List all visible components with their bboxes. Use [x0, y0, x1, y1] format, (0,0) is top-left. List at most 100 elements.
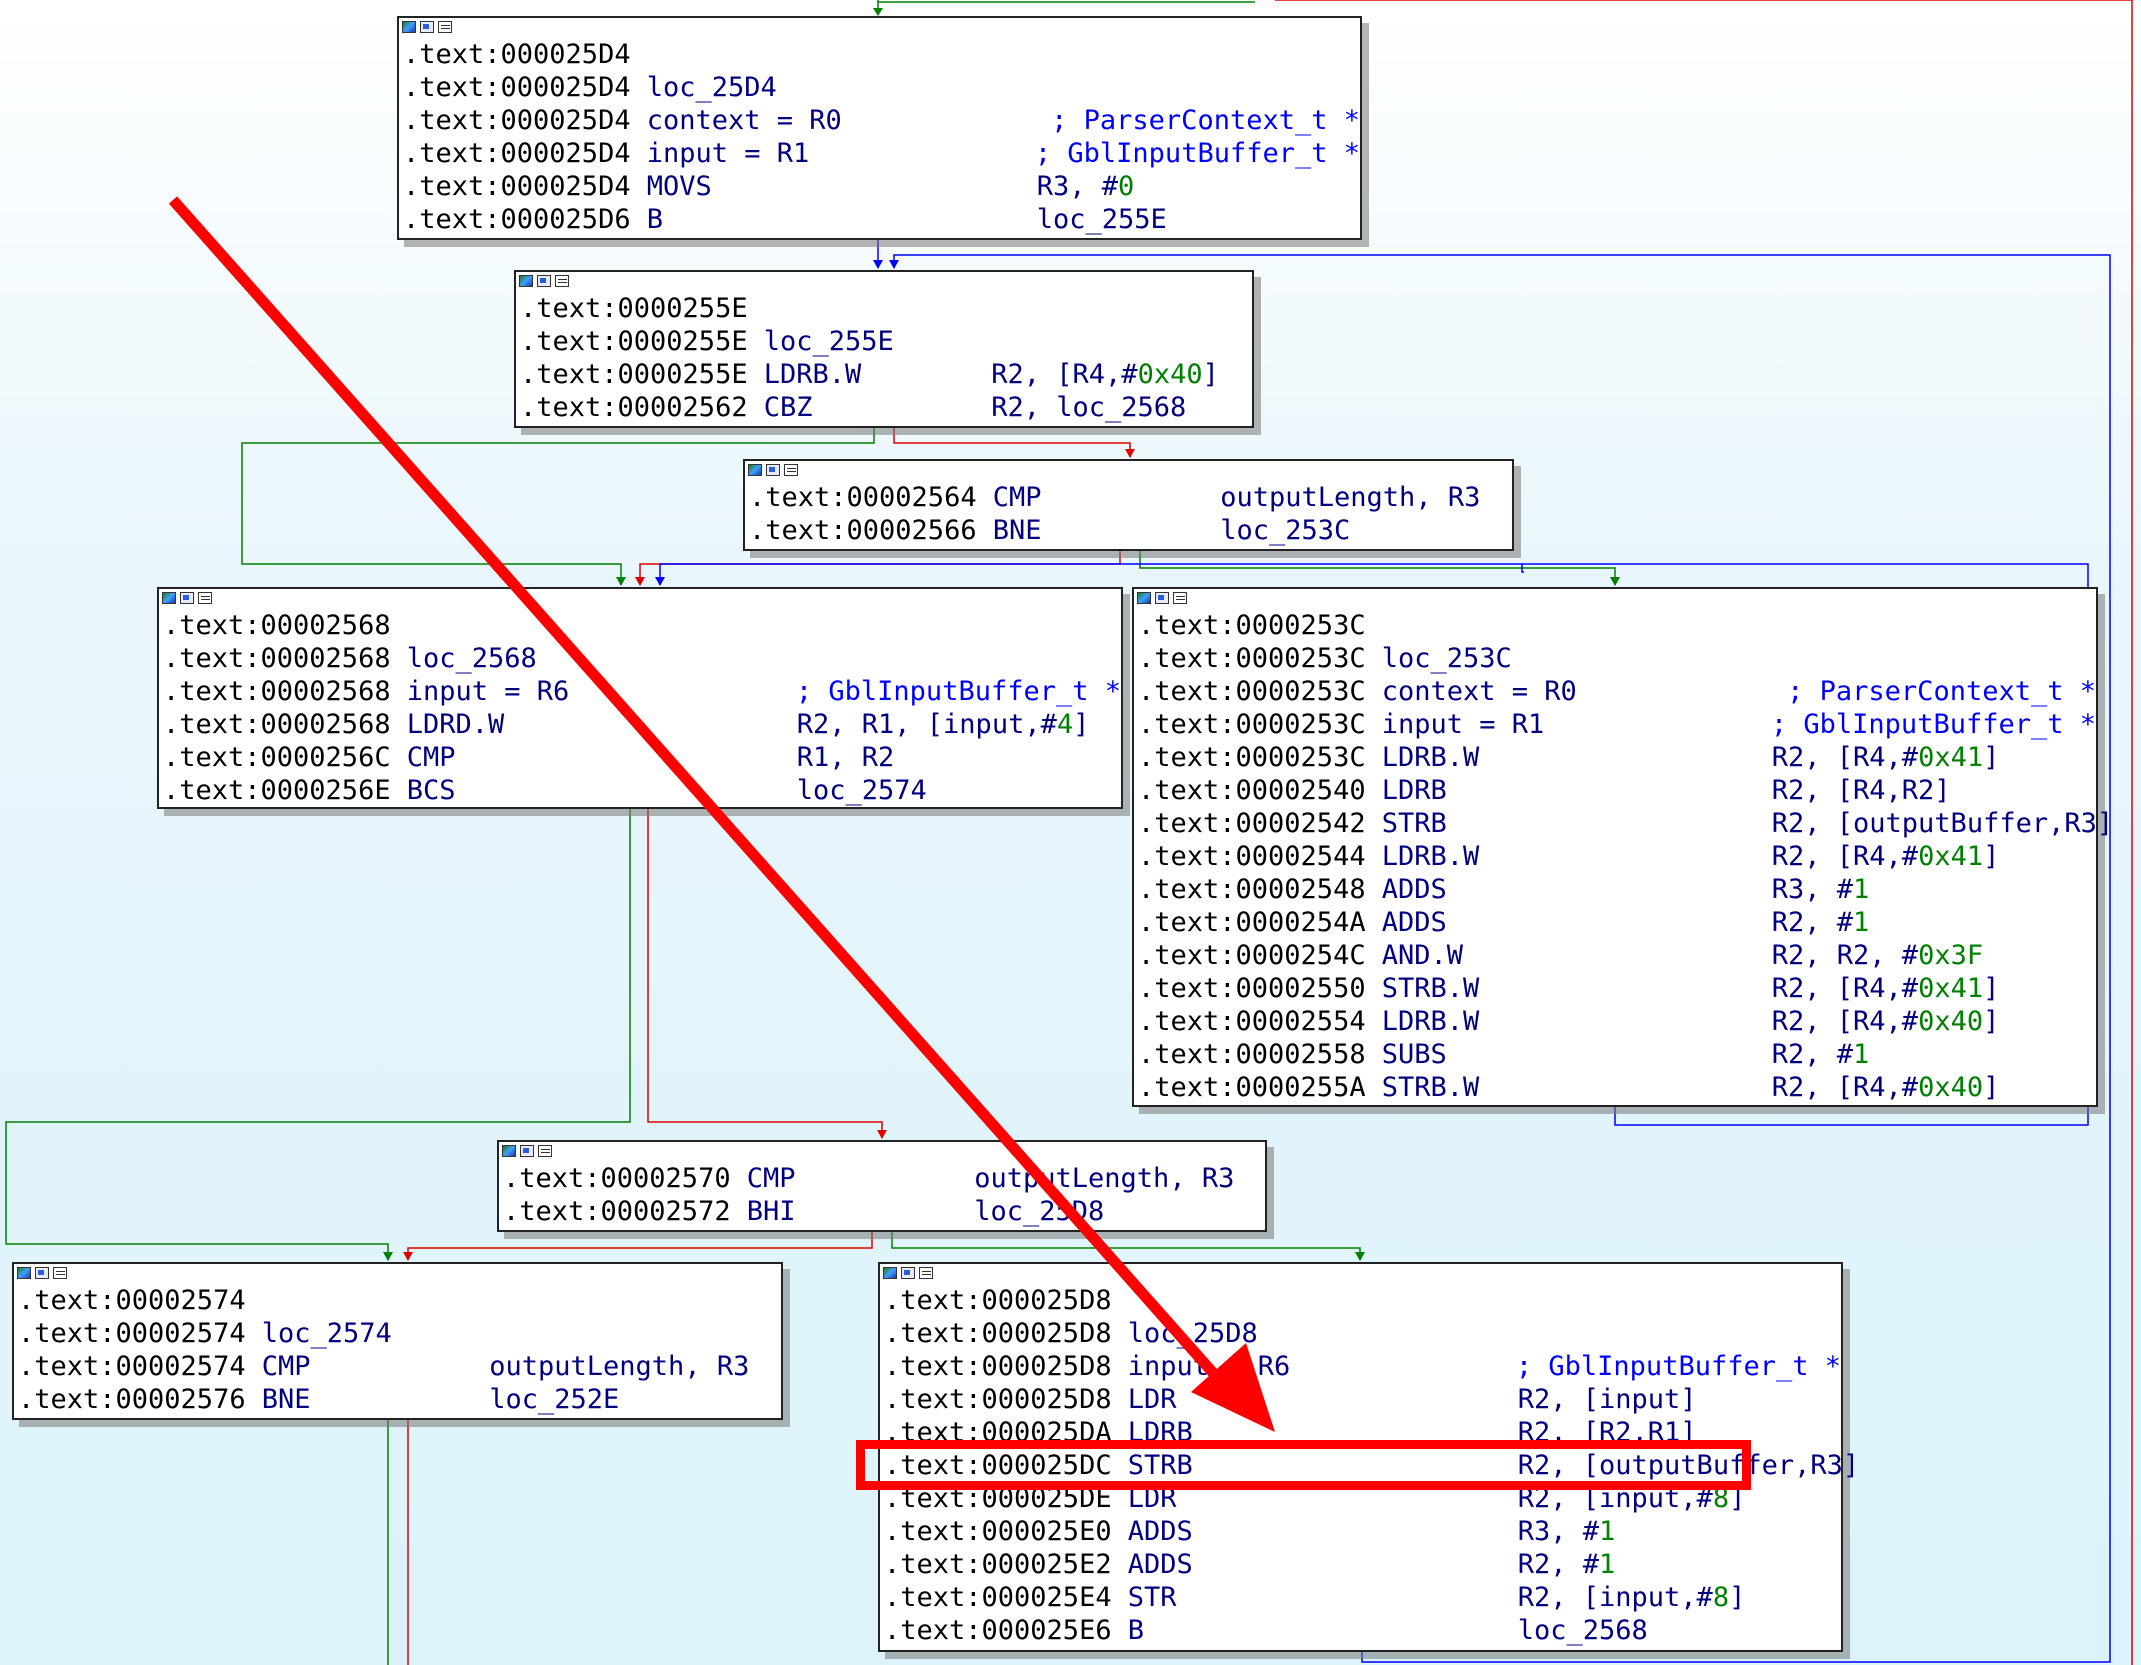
graph-color-icon[interactable] — [502, 1145, 516, 1157]
graph-color-icon[interactable] — [883, 1267, 897, 1279]
operand-text: R3, # — [1517, 1516, 1600, 1547]
instruction-operands: loc_2568 — [1518, 1614, 1648, 1647]
graph-color-icon[interactable] — [162, 592, 176, 604]
node-title-icon[interactable] — [1155, 592, 1169, 604]
node-title-icon[interactable] — [766, 464, 780, 476]
code-line[interactable]: .text:000025D4 — [403, 38, 1360, 71]
instruction-operands: R2, #1 — [1772, 1038, 1870, 1071]
line-address: .text:0000256C — [163, 742, 391, 773]
location-label[interactable]: loc_253C — [1381, 643, 1512, 674]
node-title-icon[interactable] — [420, 21, 434, 33]
node-list-icon[interactable] — [53, 1267, 67, 1279]
operand-text: R2, # — [1771, 1039, 1854, 1070]
node-list-icon[interactable] — [198, 592, 212, 604]
code-line[interactable]: .text:0000255E — [520, 292, 1252, 325]
code-line[interactable]: .text:00002568 — [163, 609, 1121, 642]
annotation-arrowhead — [1191, 1343, 1275, 1432]
line-address: .text:0000253C — [1138, 643, 1366, 674]
line-address: .text:000025D4 — [403, 105, 631, 136]
node-list-icon[interactable] — [1173, 592, 1187, 604]
location-label[interactable]: loc_2568 — [406, 643, 537, 674]
node-list-icon[interactable] — [555, 275, 569, 287]
code-line[interactable]: .text:000025D8 — [884, 1284, 1841, 1317]
node-list-icon[interactable] — [538, 1145, 552, 1157]
register-alias: context = R0 — [1381, 676, 1577, 707]
location-label[interactable]: loc_255E — [763, 326, 894, 357]
operand-text: R2, R1, [input,# — [796, 709, 1057, 740]
node-list-icon[interactable] — [919, 1267, 933, 1279]
instruction-mnemonic: ADDS — [1127, 1516, 1193, 1547]
instruction-mnemonic: LDRB.W — [1381, 742, 1480, 773]
node-title-icon[interactable] — [901, 1267, 915, 1279]
code-line[interactable]: .text:0000253C loc_253C — [1138, 642, 2096, 675]
graph-color-icon[interactable] — [402, 21, 416, 33]
node-title-icon[interactable] — [520, 1145, 534, 1157]
instruction-mnemonic: LDRB.W — [1381, 841, 1480, 872]
node-title-icon[interactable] — [35, 1267, 49, 1279]
node-title-icon[interactable] — [537, 275, 551, 287]
node-list-icon[interactable] — [438, 21, 452, 33]
graph-color-icon[interactable] — [748, 464, 762, 476]
location-label[interactable]: loc_25D4 — [646, 72, 777, 103]
operand-text: loc_253C — [1220, 515, 1351, 546]
graph-color-icon[interactable] — [17, 1267, 31, 1279]
node-list-icon[interactable] — [784, 464, 798, 476]
graph-color-icon[interactable] — [1137, 592, 1151, 604]
code-line[interactable]: .text:0000253C — [1138, 609, 2096, 642]
code-line[interactable]: .text:00002574 — [18, 1284, 781, 1317]
node-title-icon[interactable] — [180, 592, 194, 604]
location-label[interactable]: loc_2574 — [261, 1318, 392, 1349]
graph-color-icon[interactable] — [519, 275, 533, 287]
instruction-mnemonic: B — [646, 204, 664, 235]
